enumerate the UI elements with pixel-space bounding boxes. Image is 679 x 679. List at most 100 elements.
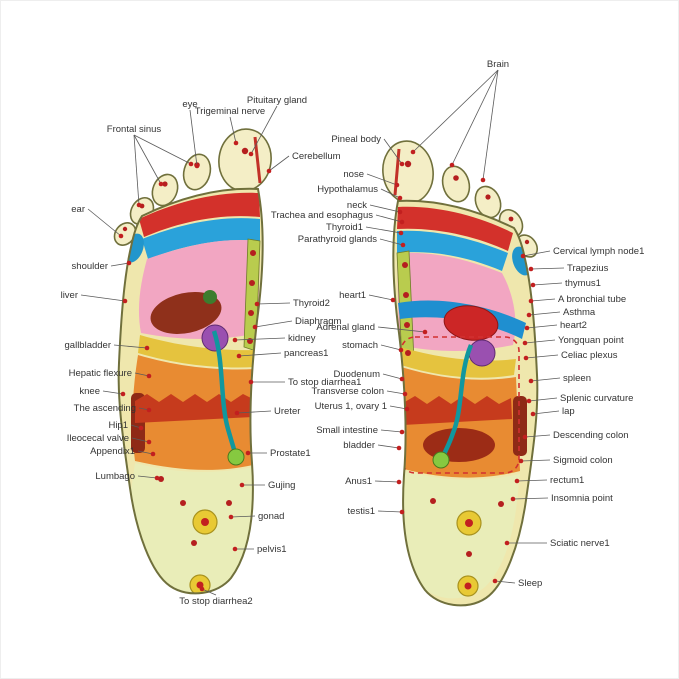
leader-line-hypothalamus <box>380 188 401 199</box>
left-zone-liver <box>150 292 222 334</box>
label-spleen: spleen <box>563 373 591 384</box>
point-marker-brain <box>449 162 455 168</box>
right-toe-3 <box>474 185 502 219</box>
left-spine-dot-2 <box>249 280 255 286</box>
label-sleep: Sleep <box>518 578 542 589</box>
leader-line-kidney <box>234 337 286 341</box>
right-zone-heart <box>443 305 499 341</box>
point-marker-diaphragm <box>252 324 258 330</box>
leader-line-trapezius <box>530 267 565 270</box>
right-toe-dot-3 <box>485 194 491 200</box>
point-marker-thyroid2 <box>254 301 260 307</box>
point-marker-hepatic-flexure <box>146 373 152 379</box>
right-dot-2 <box>498 501 504 507</box>
leader-line-frontal-sinus <box>133 134 192 165</box>
right-zone-bladder <box>432 451 450 469</box>
leader-line-nose <box>366 173 398 186</box>
point-marker-ileocecal-valve <box>146 439 152 445</box>
leader-line-sigmoid-colon <box>520 459 551 462</box>
left-zone-heel <box>131 463 255 593</box>
label-anus1: Anus1 <box>345 476 372 487</box>
leader-line-pancreas1 <box>238 352 282 357</box>
leader-line-ileocecal-valve <box>131 437 150 443</box>
leader-line-knee <box>102 390 124 395</box>
label-ileocecal-valve: Ileocecal valve <box>67 433 129 444</box>
label-heart2: heart2 <box>560 320 587 331</box>
leader-line-spleen <box>530 377 561 382</box>
leader-line-bladder <box>377 444 400 449</box>
point-marker-brain <box>410 149 416 155</box>
point-marker-eye <box>194 163 200 169</box>
point-marker-gujing <box>239 482 245 488</box>
label-to-stop-diarrhea2: To stop diarrhea2 <box>179 596 252 607</box>
point-marker-duodenum <box>399 376 405 382</box>
right-toe-big <box>382 140 434 204</box>
label-thyroid1: Thyroid1 <box>326 222 363 233</box>
leader-line-diaphragm <box>254 320 293 328</box>
point-marker-lumbago <box>154 475 160 481</box>
point-marker-thyroid1 <box>398 230 404 236</box>
point-marker-appendix1 <box>150 451 156 457</box>
left-foot-outline <box>117 187 264 595</box>
leader-line-hepatic-flexure <box>134 372 150 377</box>
point-marker-bronchial-tube <box>528 298 534 304</box>
leader-line-thymus1 <box>532 282 563 286</box>
label-frontal-sinus: Frontal sinus <box>107 124 162 135</box>
label-gonad: gonad <box>258 511 284 522</box>
label-hypothalamus: Hypothalamus <box>317 184 378 195</box>
point-marker-hip1 <box>138 425 144 431</box>
label-ureter: Ureter <box>274 406 300 417</box>
point-marker-pancreas1 <box>236 353 242 359</box>
point-marker-sleep <box>492 578 498 584</box>
leader-line-transverse-colon <box>386 390 406 395</box>
point-marker-testis1 <box>399 509 405 515</box>
point-marker-lap <box>530 411 536 417</box>
leader-line-insomnia-point <box>512 497 549 500</box>
label-rectum1: rectum1 <box>550 475 584 486</box>
label-uterus1-ovary1: Uterus 1, ovary 1 <box>315 401 387 412</box>
label-stomach: stomach <box>342 340 378 351</box>
leader-line-cervical-lymph-node1 <box>522 250 551 257</box>
point-marker-trachea-esophagus <box>399 219 405 225</box>
left-dot-1 <box>158 476 164 482</box>
point-marker-frontal-sinus <box>188 161 194 167</box>
leader-line-rectum1 <box>516 479 548 482</box>
left-point-gonad-center <box>201 518 209 526</box>
point-marker-liver <box>122 298 128 304</box>
leader-line-thyroid2 <box>256 302 291 305</box>
left-zone-ureter <box>211 330 238 454</box>
leader-line-cerebellum <box>268 155 290 172</box>
right-point-sleep-center <box>464 582 472 590</box>
leader-line-asthma <box>528 311 561 316</box>
leader-line-pituitary-gland <box>250 105 278 155</box>
point-marker-transverse-colon <box>402 391 408 397</box>
right-foot-outline <box>392 199 539 607</box>
left-toe-dot-1 <box>241 147 249 155</box>
right-toe-dot-2 <box>453 175 459 181</box>
left-spine-dot-3 <box>248 310 254 316</box>
right-spine-dot-2 <box>403 292 409 298</box>
point-marker-insomnia-point <box>510 496 516 502</box>
leader-line-celiac-plexus <box>525 354 559 359</box>
label-transverse-colon: Transverse colon <box>311 386 384 397</box>
leader-line-descending-colon <box>524 434 551 438</box>
leader-line-gallbladder <box>113 344 148 349</box>
leader-line-adrenal-gland <box>377 326 426 333</box>
label-insomnia-point: Insomnia point <box>551 493 613 504</box>
leader-line-ureter <box>236 410 272 414</box>
point-markers <box>118 140 536 592</box>
leader-line-neck <box>369 204 401 213</box>
leader-line-splenic-curvature <box>528 397 558 402</box>
label-hepatic-flexure: Hepatic flexure <box>69 368 132 379</box>
label-trachea-esophagus: Trachea and esophagus <box>271 210 373 221</box>
leader-line-small-intestine <box>380 429 403 433</box>
point-marker-hypothalamus <box>397 195 403 201</box>
label-bladder: bladder <box>343 440 375 451</box>
leader-line-lap <box>532 410 560 415</box>
left-toe-3 <box>151 173 179 207</box>
label-adrenal-gland: Adrenal gland <box>316 322 375 333</box>
right-foot-zones <box>396 206 532 599</box>
label-shoulder: shoulder <box>72 261 108 272</box>
point-marker-splenic-curvature <box>526 398 532 404</box>
